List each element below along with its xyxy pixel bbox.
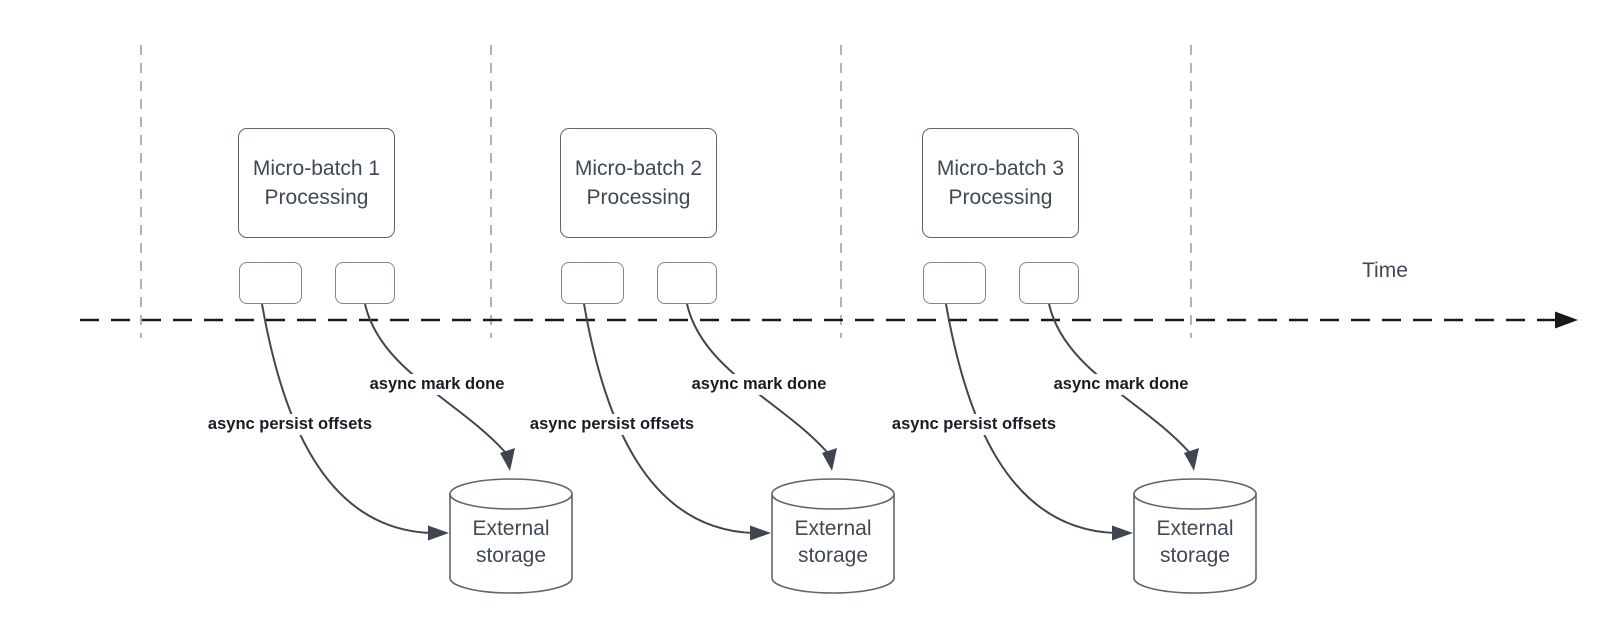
external-storage-cylinder-top — [771, 478, 895, 510]
persist-task-box — [561, 262, 624, 304]
persist-offsets-arrowhead-icon — [428, 525, 449, 541]
micro-batch-1-label-line1: Micro-batch 1 — [252, 157, 381, 180]
external-storage-label-line1: External — [472, 517, 550, 540]
micro-batch-3-box: Micro-batch 3 Processing — [922, 128, 1079, 238]
persist-offsets-arrow — [945, 303, 1116, 534]
external-storage-cylinder — [771, 493, 895, 594]
persist-offsets-label: async persist offsets — [204, 414, 376, 435]
done-task-box — [657, 262, 717, 304]
micro-batch-1-label-line2: Processing — [264, 186, 369, 209]
time-axis-label: Time — [1362, 259, 1408, 282]
persist-offsets-label: async persist offsets — [888, 414, 1060, 435]
external-storage-cylinder-top — [1133, 478, 1257, 510]
mark-done-arrowhead-icon — [500, 448, 515, 471]
persist-offsets-arrow — [261, 303, 432, 534]
external-storage-label-line2: storage — [475, 544, 547, 567]
external-storage-label-line2: storage — [1159, 544, 1231, 567]
micro-batch-2-box: Micro-batch 2 Processing — [560, 128, 717, 238]
persist-offsets-arrowhead-icon — [1112, 525, 1133, 541]
persist-task-box — [239, 262, 302, 304]
external-storage-label-line1: External — [1156, 517, 1234, 540]
micro-batch-2-label-line2: Processing — [586, 186, 691, 209]
done-task-box — [335, 262, 395, 304]
mark-done-label: async mark done — [366, 374, 508, 395]
micro-batch-3-label-line2: Processing — [948, 186, 1053, 209]
done-task-box — [1019, 262, 1079, 304]
mark-done-arrowhead-icon — [1184, 448, 1199, 471]
mark-done-label: async mark done — [1050, 374, 1192, 395]
persist-offsets-arrowhead-icon — [750, 525, 771, 541]
external-storage-cylinder — [449, 493, 573, 594]
mark-done-arrowhead-icon — [822, 448, 837, 471]
micro-batch-3-label-line1: Micro-batch 3 — [936, 157, 1065, 180]
external-storage-label-line1: External — [794, 517, 872, 540]
external-storage-cylinder — [1133, 493, 1257, 594]
external-storage-label: External storage — [1125, 515, 1265, 569]
micro-batch-1-box: Micro-batch 1 Processing — [238, 128, 395, 238]
micro-batch-2-label-line1: Micro-batch 2 — [574, 157, 703, 180]
external-storage-label: External storage — [763, 515, 903, 569]
external-storage-cylinder-top — [449, 478, 573, 510]
persist-offsets-arrow — [583, 303, 754, 534]
mark-done-label: async mark done — [688, 374, 830, 395]
time-axis-arrowhead-icon — [1555, 311, 1578, 329]
external-storage-label: External storage — [441, 515, 581, 569]
persist-task-box — [923, 262, 986, 304]
external-storage-label-line2: storage — [797, 544, 869, 567]
persist-offsets-label: async persist offsets — [526, 414, 698, 435]
